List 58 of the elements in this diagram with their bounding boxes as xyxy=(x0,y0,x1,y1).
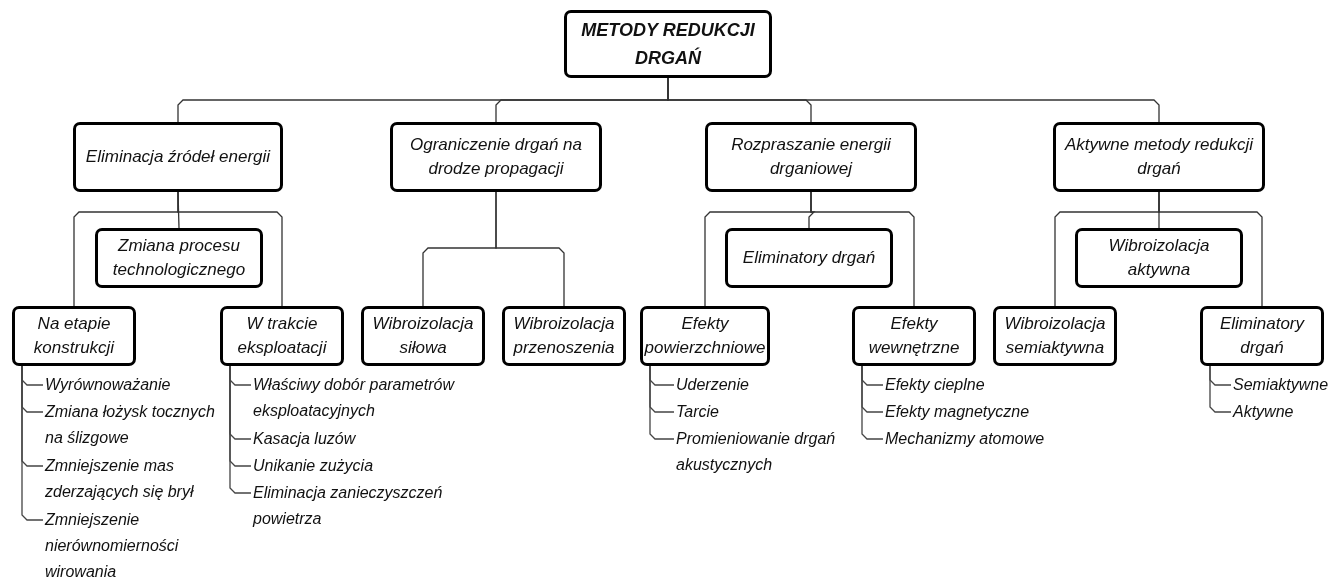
list-item: Zmniejszenie nierównomierności wirowania xyxy=(45,510,180,577)
list-item: Aktywne xyxy=(1233,402,1295,422)
category-box xyxy=(852,306,976,366)
list-item: Promieniowanie drgań akustycznych xyxy=(676,429,837,475)
list-item: Semiaktywne xyxy=(1233,375,1330,395)
category-box xyxy=(95,228,263,288)
category-box xyxy=(1200,306,1324,366)
list-item: Uderzenie xyxy=(676,375,750,395)
box-label: Ograniczenie drgań na drodze propagacji xyxy=(409,134,583,180)
list-item: Właściwy dobór parametrów eksploatacyjnych xyxy=(253,375,456,421)
list-item: Zmiana łożysk tocznych na ślizgowe xyxy=(45,402,216,448)
box-label: Eliminatory drgań xyxy=(742,247,876,269)
category-box xyxy=(705,122,917,192)
category-box xyxy=(640,306,770,366)
category-box xyxy=(1053,122,1265,192)
connector-line xyxy=(667,77,1160,123)
category-box xyxy=(502,306,626,366)
category-box xyxy=(993,306,1117,366)
category-box xyxy=(73,122,283,192)
list-item: Mechanizmy atomowe xyxy=(885,429,1046,449)
box-label: Wibroizolacja siłowa xyxy=(371,313,475,359)
list-item: Eliminacja zanieczyszczeń powietrza xyxy=(253,483,444,529)
connector-line xyxy=(810,191,915,307)
box-label: Zmiana procesu technologicznego xyxy=(111,235,247,281)
connector-line xyxy=(649,365,675,440)
box-label: Efekty wewnętrzne xyxy=(867,313,961,359)
connector-line xyxy=(495,191,565,307)
list-item: Wyrównoważanie xyxy=(45,375,172,395)
box-label: Eliminatory drgań xyxy=(1218,313,1306,359)
list-item: Zmniejszenie mas zderzających się brył xyxy=(45,456,195,502)
box-label: Eliminacja źródeł energii xyxy=(85,146,271,168)
connector-line xyxy=(1158,191,1263,307)
connector-line xyxy=(177,191,283,307)
list-item: Kasacja luzów xyxy=(253,429,357,449)
category-box xyxy=(725,228,893,288)
box-label: Efekty powierzchniowe xyxy=(643,313,767,359)
box-label: Wibroizolacja przenoszenia xyxy=(512,313,616,359)
category-box xyxy=(390,122,602,192)
box-label: Na etapie konstrukcji xyxy=(32,313,116,359)
box-label: Rozpraszanie energii drganiowej xyxy=(730,134,892,180)
box-label: W trakcie eksploatacji xyxy=(236,313,328,359)
box-label: Wibroizolacja semiaktywna xyxy=(1003,313,1107,359)
title-box xyxy=(564,10,772,78)
box-label: Wibroizolacja aktywna xyxy=(1107,235,1211,281)
category-box xyxy=(12,306,136,366)
connector-line xyxy=(21,365,44,521)
connector-line xyxy=(229,365,252,494)
box-label: Aktywne metody redukcji drgań xyxy=(1063,134,1255,180)
list-item: Unikanie zużycia xyxy=(253,456,375,476)
list-item: Efekty cieplne xyxy=(885,375,986,395)
category-box xyxy=(1075,228,1243,288)
category-box xyxy=(220,306,344,366)
category-box xyxy=(361,306,485,366)
connector-line xyxy=(861,365,884,440)
connector-line xyxy=(1209,365,1232,413)
box-label: METODY REDUKCJI DRGAŃ xyxy=(580,19,756,70)
list-item: Efekty magnetyczne xyxy=(885,402,1031,422)
list-item: Tarcie xyxy=(676,402,720,422)
